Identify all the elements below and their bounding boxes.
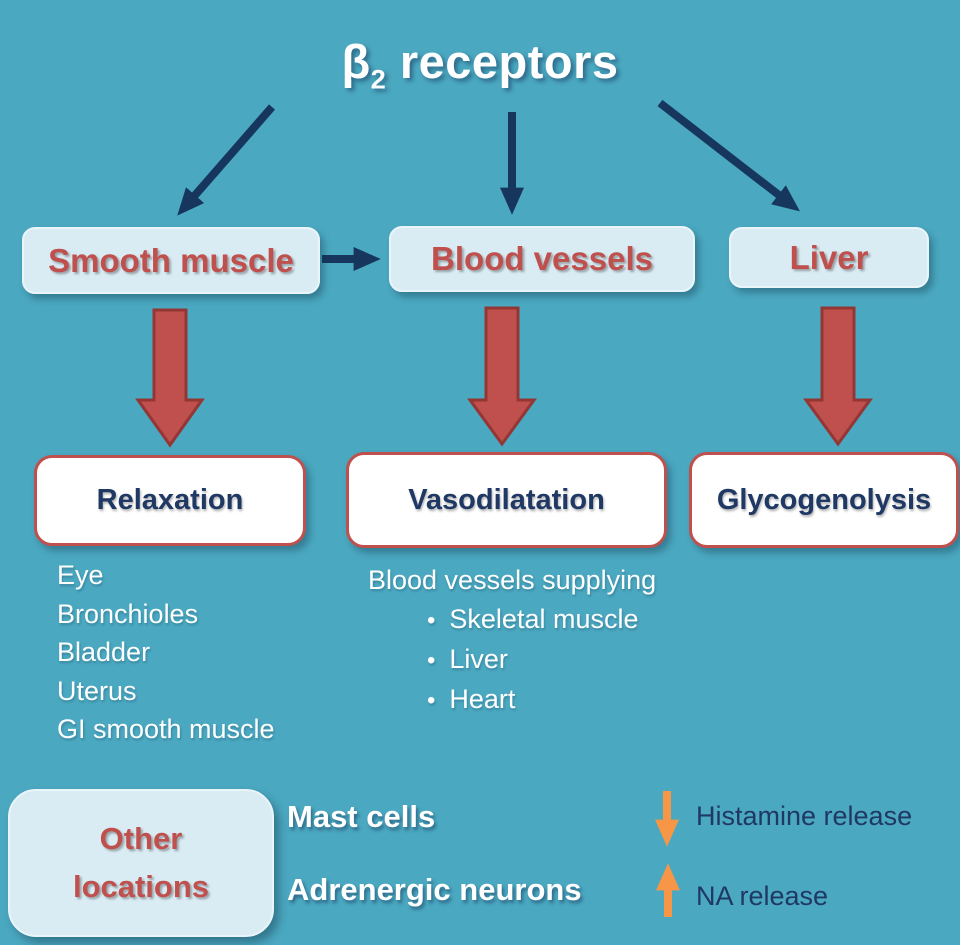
beta-subscript: 2 bbox=[370, 63, 387, 95]
bullet-item-label: Heart bbox=[449, 684, 516, 714]
title-rest: receptors bbox=[386, 35, 619, 88]
arrow-blood-vessels-to-vasodilatation bbox=[467, 306, 537, 447]
smooth-muscle-box: Smooth muscle bbox=[22, 227, 320, 294]
histamine-release-label: Histamine release bbox=[696, 801, 913, 831]
beta-symbol: β bbox=[341, 35, 371, 88]
blood-vessels-label: Blood vessels bbox=[431, 240, 653, 277]
vasodilatation-detail-list: Blood vessels supplying • Skeletal muscl… bbox=[368, 561, 656, 720]
glycogenolysis-box: Glycogenolysis bbox=[689, 452, 959, 548]
bullet-icon: • bbox=[427, 607, 436, 634]
arrow-smooth-muscle-to-relaxation bbox=[135, 308, 205, 448]
arrow-title-to-liver bbox=[657, 99, 800, 212]
other-locations-label-line1: Other bbox=[99, 821, 183, 856]
glycogenolysis-label: Glycogenolysis bbox=[716, 483, 932, 516]
list-item: Eye bbox=[57, 560, 104, 590]
bullet-icon: • bbox=[427, 647, 436, 674]
smooth-muscle-label: Smooth muscle bbox=[48, 241, 294, 279]
arrow-liver-to-glycogenolysis bbox=[803, 306, 873, 447]
liver-label: Liver bbox=[789, 238, 869, 276]
list-item: • Skeletal muscle bbox=[368, 600, 656, 640]
list-item: • Heart bbox=[368, 680, 656, 720]
list-item: • Liver bbox=[368, 640, 656, 680]
na-release-label: NA release bbox=[696, 881, 829, 911]
other-locations-box: Other locations bbox=[8, 789, 274, 937]
vasodilatation-heading: Blood vessels supplying bbox=[368, 565, 657, 595]
bullet-icon: • bbox=[427, 687, 436, 714]
relaxation-box: Relaxation bbox=[34, 455, 306, 546]
arrow-title-to-smooth-muscle bbox=[177, 104, 276, 216]
bullet-item-label: Skeletal muscle bbox=[449, 604, 639, 634]
vasodilatation-box: Vasodilatation bbox=[346, 452, 667, 548]
list-item: Bladder bbox=[57, 637, 151, 667]
relaxation-target-list: Eye Bronchioles Bladder Uterus GI smooth… bbox=[57, 556, 275, 749]
mast-cells-label: Mast cells bbox=[287, 799, 436, 834]
list-item: Bronchioles bbox=[57, 598, 199, 629]
page-title: β2 receptors bbox=[0, 34, 960, 93]
list-item: Uterus bbox=[57, 675, 137, 706]
blood-vessels-box: Blood vessels bbox=[389, 226, 695, 292]
adrenergic-neurons-label: Adrenergic neurons bbox=[287, 872, 582, 907]
other-locations-label-line2: locations bbox=[72, 869, 210, 904]
vasodilatation-label: Vasodilatation bbox=[408, 483, 605, 516]
relaxation-label: Relaxation bbox=[96, 484, 244, 516]
bullet-item-label: Liver bbox=[449, 644, 508, 674]
liver-box: Liver bbox=[729, 227, 929, 288]
list-item: GI smooth muscle bbox=[57, 714, 275, 744]
